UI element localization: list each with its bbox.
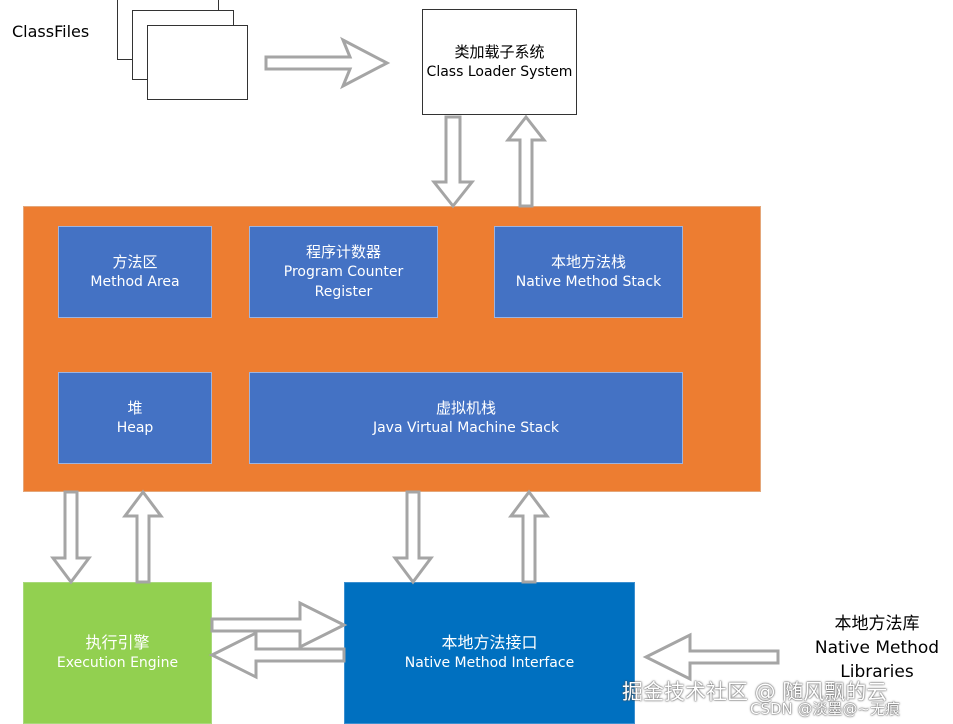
class-loader-en: Class Loader System	[426, 64, 573, 80]
native-method-stack-zh: 本地方法栈	[550, 253, 626, 271]
native-method-interface-box: 本地方法接口 Native Method Interface	[344, 582, 635, 724]
arrow-engine-to-runtime	[122, 489, 164, 584]
heap-box: 堆 Heap	[58, 372, 212, 464]
arrow-runtime-to-engine	[50, 490, 92, 585]
heap-zh: 堆	[127, 399, 143, 417]
heap-en: Heap	[116, 420, 154, 436]
method-area-box: 方法区 Method Area	[58, 226, 212, 318]
arrow-engine-to-native-interface	[210, 600, 348, 650]
jvm-stack-en: Java Virtual Machine Stack	[372, 420, 560, 436]
jvm-stack-box: 虚拟机栈 Java Virtual Machine Stack	[249, 372, 683, 464]
native-method-interface-en: Native Method Interface	[404, 655, 575, 671]
class-loader-box: 类加载子系统 Class Loader System	[422, 9, 577, 115]
arrow-runtime-to-native-interface	[392, 490, 434, 585]
native-method-stack-box: 本地方法栈 Native Method Stack	[494, 226, 683, 318]
arrow-libraries-to-native-interface	[642, 632, 780, 682]
class-loader-zh: 类加载子系统	[454, 43, 545, 61]
watermark-sub: CSDN @淡墨@~无痕	[750, 700, 901, 718]
execution-engine-zh: 执行引擎	[85, 633, 150, 652]
native-method-libraries: 本地方法库 Native Method Libraries	[803, 612, 951, 684]
method-area-zh: 方法区	[112, 253, 158, 271]
native-method-stack-en: Native Method Stack	[515, 274, 662, 290]
arrow-runtime-to-loader	[504, 114, 548, 208]
pc-register-en-line1: Program Counter	[283, 264, 404, 280]
pc-register-en-line2: Register	[314, 284, 373, 300]
jvm-stack-zh: 虚拟机栈	[435, 399, 496, 417]
native-libraries-en-line2: Libraries	[840, 662, 914, 682]
arrow-native-interface-to-engine	[208, 630, 346, 680]
pc-register-zh: 程序计数器	[305, 243, 381, 261]
watermark-main: 掘金技术社区 @ 随风飘的云	[622, 680, 888, 704]
method-area-en: Method Area	[90, 274, 180, 290]
classfiles-label: ClassFiles	[12, 22, 90, 41]
arrow-native-interface-to-runtime	[508, 489, 550, 584]
pc-register-box: 程序计数器 Program Counter Register	[249, 226, 438, 318]
execution-engine-en: Execution Engine	[56, 655, 179, 671]
native-libraries-zh: 本地方法库	[834, 614, 920, 634]
arrow-loader-to-runtime	[430, 115, 476, 209]
native-method-interface-zh: 本地方法接口	[441, 633, 538, 652]
native-libraries-en-line1: Native Method	[814, 638, 940, 658]
arrow-classfiles-to-loader	[264, 36, 391, 90]
